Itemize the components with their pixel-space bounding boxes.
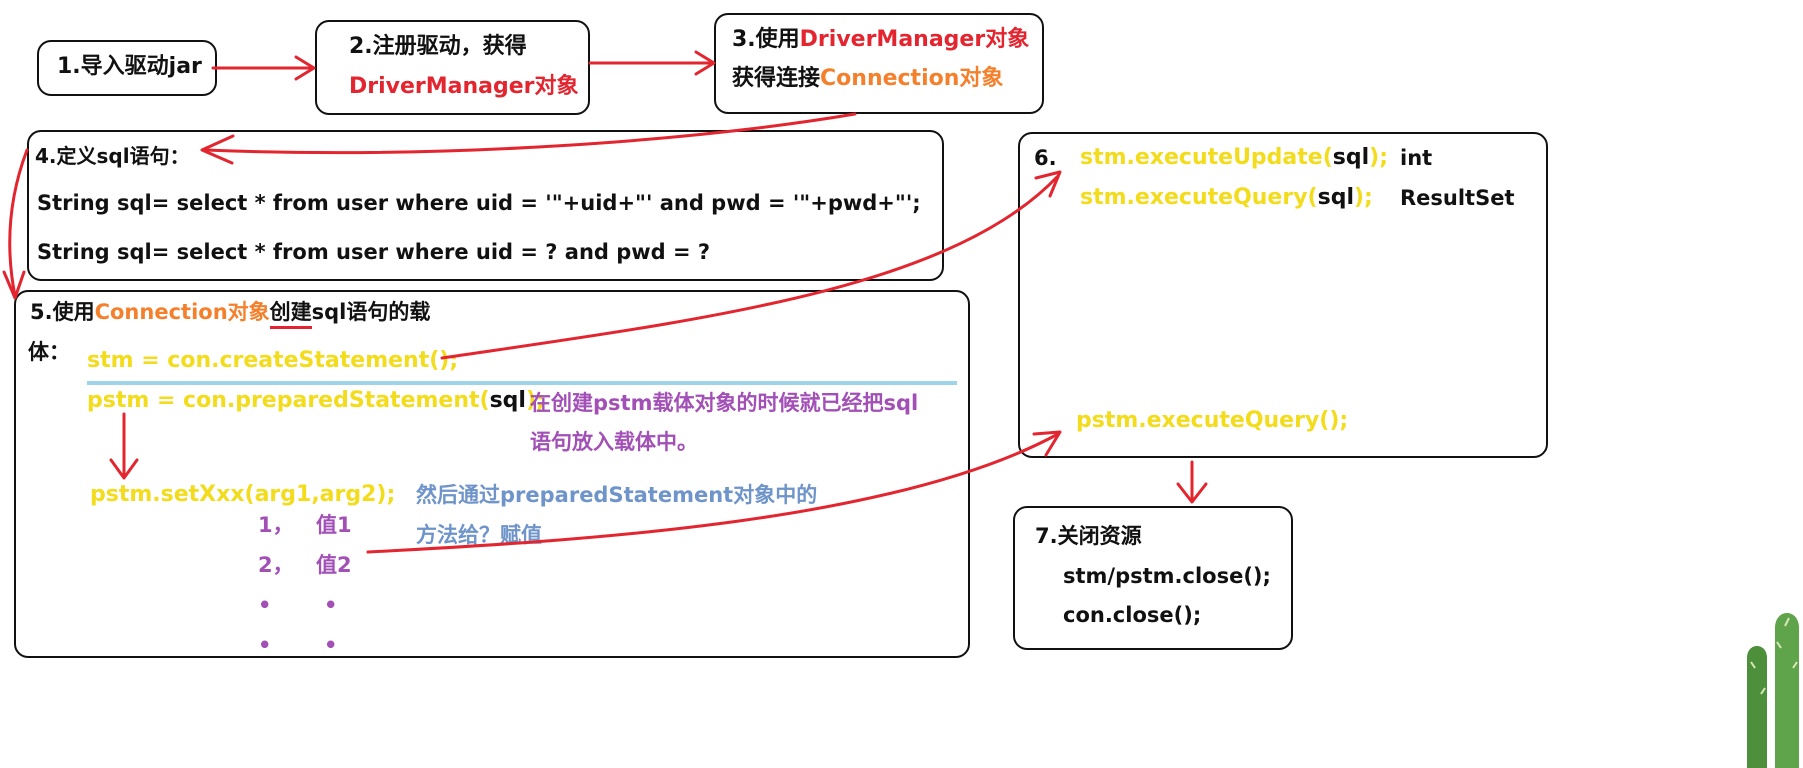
note2-line2: 方法给？赋值 xyxy=(416,523,542,547)
step7-title: 7.关闭资源 xyxy=(1035,524,1142,548)
step3-connection: Connection对象 xyxy=(820,66,1004,91)
step6-box: 6. stm.executeUpdate(sql); int stm.execu… xyxy=(1018,132,1548,458)
arrow-step6-to-step7-head xyxy=(1176,482,1208,504)
step7-box: 7.关闭资源 stm/pstm.close(); con.close(); xyxy=(1013,506,1293,650)
step4-title: 4.定义sql语句： xyxy=(35,144,190,168)
execute-update-arg: sql xyxy=(1332,145,1370,170)
step5-title-connection: Connection对象 xyxy=(94,300,270,324)
note2-line1: 然后通过preparedStatement对象中的 xyxy=(416,483,818,507)
step5-title-prefix: 5.使用 xyxy=(30,300,95,324)
step2-box: 2.注册驱动，获得 DriverManager对象 xyxy=(315,20,590,115)
stm-create-statement: stm = con.createStatement(); xyxy=(87,348,459,373)
step5-title-create: 创建 xyxy=(269,300,312,329)
param-index: 2， xyxy=(258,553,294,577)
execute-query-prefix: stm.executeQuery( xyxy=(1080,185,1318,210)
step2-line2: DriverManager对象 xyxy=(349,74,579,99)
step5-title-line2: 体： xyxy=(28,340,70,364)
pstm-suffix: ); xyxy=(525,388,545,413)
step5-title: 5.使用Connection对象创建sql语句的载 xyxy=(30,300,431,329)
arrow-step2-to-step3-head xyxy=(694,50,716,76)
stm-divider-line xyxy=(87,381,957,385)
step7-line2: con.close(); xyxy=(1063,603,1202,627)
step3-line1: 3.使用DriverManager对象 xyxy=(732,29,1029,51)
step4-box: 4.定义sql语句： String sql= select * from use… xyxy=(27,130,944,281)
cactus-decoration-icon xyxy=(1747,613,1799,768)
pstm-execute-query: pstm.executeQuery(); xyxy=(1076,408,1349,433)
step5-box: 5.使用Connection对象创建sql语句的载 体： stm = con.c… xyxy=(14,290,970,658)
param-value: • xyxy=(324,633,338,657)
step3-driver-manager: DriverManager对象 xyxy=(799,27,1030,52)
step4-sql2: String sql= select * from user where uid… xyxy=(37,240,711,264)
step4-sql1: String sql= select * from user where uid… xyxy=(37,191,921,215)
execute-update-type: int xyxy=(1400,146,1433,170)
step2-line1: 2.注册驱动，获得 xyxy=(349,34,527,59)
pstm-arg: sql xyxy=(489,388,526,413)
note1-line1: 在创建pstm载体对象的时候就已经把sql xyxy=(530,391,919,415)
step3-box: 3.使用DriverManager对象 获得连接Connection对象 xyxy=(714,13,1044,114)
execute-query: stm.executeQuery(sql); xyxy=(1080,187,1373,209)
step5-title-suffix: sql语句的载 xyxy=(311,300,431,324)
step3-line2: 获得连接Connection对象 xyxy=(732,68,1003,90)
step3-line2-prefix: 获得连接 xyxy=(732,66,821,91)
pstm-prepared-statement: pstm = con.preparedStatement(sql); xyxy=(87,390,545,412)
param-value: 值2 xyxy=(316,553,352,577)
pstm-prefix: pstm = con.preparedStatement( xyxy=(87,388,490,413)
param-value: 值1 xyxy=(316,513,352,537)
step6-number: 6. xyxy=(1034,146,1057,170)
arrow-step1-to-step2-head xyxy=(294,55,316,81)
pstm-setxxx: pstm.setXxx(arg1,arg2); xyxy=(90,482,396,507)
step1-label: 1.导入驱动jar xyxy=(57,54,202,79)
note1-line2: 语句放入载体中。 xyxy=(530,430,698,454)
param-index: • xyxy=(258,593,272,617)
param-value: • xyxy=(324,593,338,617)
param-index: • xyxy=(258,633,272,657)
execute-query-arg: sql xyxy=(1317,185,1354,210)
execute-query-suffix: ); xyxy=(1354,185,1373,210)
arrow-step4-to-step5 xyxy=(8,148,29,298)
step3-line1-prefix: 3.使用 xyxy=(732,27,800,52)
execute-query-type: ResultSet xyxy=(1400,186,1515,210)
step7-line1: stm/pstm.close(); xyxy=(1063,564,1271,588)
param-index: 1， xyxy=(258,513,294,537)
execute-update-suffix: ); xyxy=(1369,145,1389,170)
execute-update: stm.executeUpdate(sql); xyxy=(1080,147,1388,169)
execute-update-prefix: stm.executeUpdate( xyxy=(1080,145,1333,170)
step1-box: 1.导入驱动jar xyxy=(37,40,217,96)
